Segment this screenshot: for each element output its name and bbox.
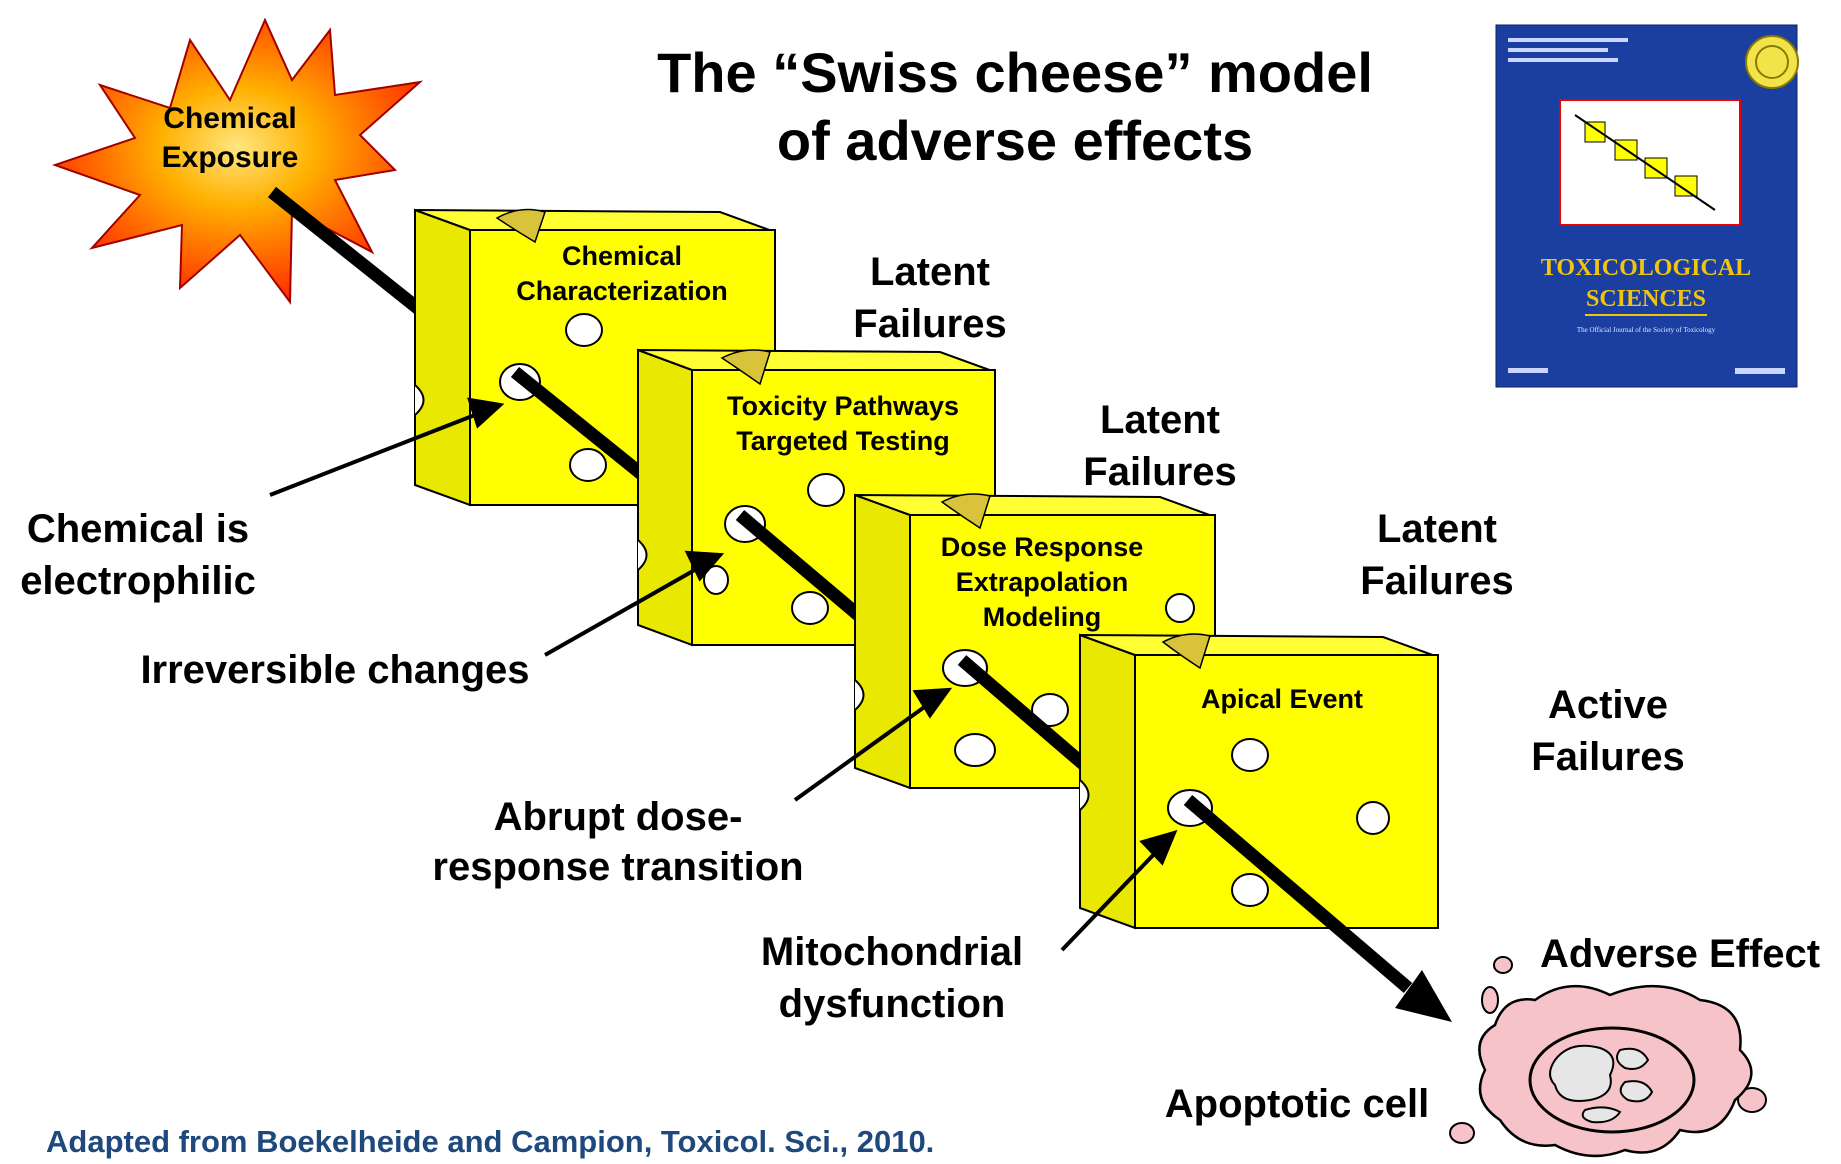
annotation-mito-line-2: dysfunction — [779, 982, 1006, 1026]
path-segment-3 — [957, 655, 1095, 775]
title-line-2: of adverse effects — [777, 109, 1253, 172]
journal-cover-image: TOXICOLOGICAL SCIENCES The Official Jour… — [1495, 24, 1799, 388]
cover-subtitle: The Official Journal of the Society of T… — [1577, 326, 1716, 334]
slice-3-line-2: Extrapolation — [956, 567, 1129, 597]
slice-1-line-1: Chemical — [562, 241, 682, 271]
chemical-exposure-burst: Chemical Exposure — [51, 17, 424, 305]
burst-line-1: Chemical — [163, 102, 296, 135]
society-seal-icon — [1745, 35, 1799, 89]
annotation-electrophilic-line-1: Chemical is — [27, 507, 249, 551]
slice-1-line-2: Characterization — [516, 276, 728, 306]
path-segment-1 — [510, 366, 660, 491]
failure-1-line-1: Latent — [870, 250, 990, 294]
exposure-path-line — [267, 186, 435, 324]
annotation-mito-line-1: Mitochondrial — [761, 930, 1023, 974]
slice-2-line-2: Targeted Testing — [736, 426, 950, 456]
failure-3-line-1: Latent — [1377, 507, 1497, 551]
annotation-abrupt-line-1: Abrupt dose- — [494, 795, 743, 839]
burst-line-2: Exposure — [162, 141, 299, 174]
failure-4-line-2: Failures — [1531, 735, 1684, 779]
cover-title-line-2: SCIENCES — [1586, 286, 1706, 312]
annotation-abrupt-line-2: response transition — [432, 845, 803, 889]
failure-1-line-2: Failures — [853, 302, 1006, 346]
exposure-arrow-head — [1183, 795, 1452, 1022]
annotations: Chemical is electrophilic Irreversible c… — [20, 507, 1023, 1026]
slice-4-line-1: Apical Event — [1201, 684, 1363, 714]
failure-3-line-2: Failures — [1360, 559, 1513, 603]
slice-2-line-1: Toxicity Pathways — [727, 391, 959, 421]
failure-labels: Latent Failures Latent Failures Latent F… — [853, 250, 1684, 779]
failure-2-line-2: Failures — [1083, 450, 1236, 494]
failure-4-line-1: Active — [1548, 683, 1668, 727]
title-line-1: The “Swiss cheese” model — [657, 41, 1373, 104]
slice-3-line-1: Dose Response — [941, 532, 1144, 562]
annotation-arrows — [269, 397, 1178, 952]
page-title: The “Swiss cheese” model of adverse effe… — [657, 41, 1373, 172]
source-credit: Adapted from Boekelheide and Campion, To… — [46, 1124, 934, 1159]
path-segment-2 — [735, 510, 875, 630]
apoptotic-cell — [1449, 956, 1767, 1158]
failure-2-line-1: Latent — [1100, 398, 1220, 442]
apoptotic-cell-label: Apoptotic cell — [1165, 1082, 1429, 1126]
cheese-slice-4: Apical Event — [1079, 633, 1439, 930]
slice-3-line-3: Modeling — [983, 602, 1101, 632]
annotation-electrophilic-line-2: electrophilic — [20, 559, 256, 603]
adverse-effect-label: Adverse Effect — [1540, 932, 1820, 976]
annotation-irreversible: Irreversible changes — [140, 648, 529, 692]
cover-title-line-1: TOXICOLOGICAL — [1541, 255, 1751, 281]
